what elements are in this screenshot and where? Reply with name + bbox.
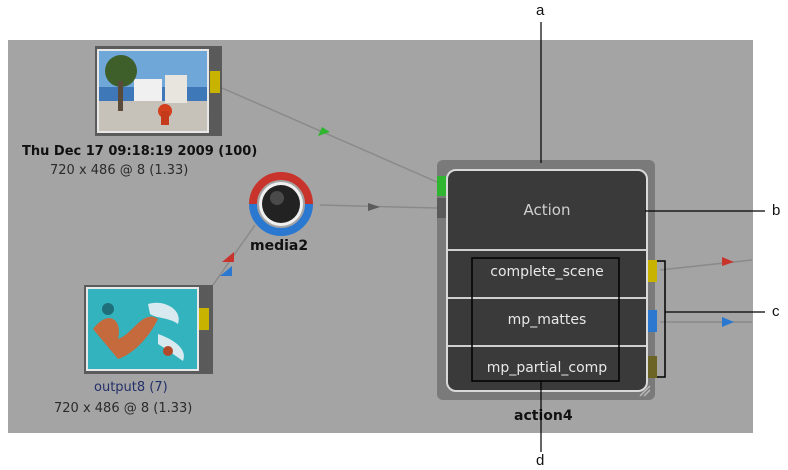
arrow-red-icon	[222, 252, 234, 262]
clip2-port-3[interactable]	[199, 332, 209, 351]
clip1-title: Thu Dec 17 09:18:19 2009 (100)	[22, 144, 258, 159]
action-node-name: action4	[514, 408, 573, 424]
link-clip1-action	[221, 87, 438, 183]
action-output-port-2[interactable]	[648, 310, 657, 332]
clip2-port-2[interactable]	[199, 308, 209, 330]
arrow-red-out-icon	[722, 257, 734, 266]
clip2-resolution: 720 x 486 @ 8 (1.33)	[54, 401, 193, 416]
clip2-port-1[interactable]	[199, 287, 209, 306]
clip2-port-4[interactable]	[199, 353, 209, 372]
clip1-port-2[interactable]	[210, 71, 220, 93]
resize-grip-icon[interactable]	[638, 384, 652, 398]
arrow-blue-out-icon	[722, 317, 734, 327]
output-complete-scene-label: complete_scene	[490, 264, 604, 280]
clip2-thumbnail[interactable]	[86, 287, 199, 371]
clip1-port-4[interactable]	[210, 116, 220, 135]
output-mp-partial-comp[interactable]: mp_partial_comp	[448, 345, 646, 390]
action-output-port-3[interactable]	[648, 356, 657, 378]
clip1-port-1[interactable]	[210, 49, 220, 68]
clip1-resolution: 720 x 486 @ 8 (1.33)	[50, 163, 189, 178]
arrow-gray-icon	[368, 203, 380, 211]
callout-d: d	[536, 452, 545, 469]
action-input-gray[interactable]	[437, 198, 447, 218]
clip1-image	[99, 51, 207, 131]
callout-b: b	[772, 202, 781, 219]
output-mp-mattes-label: mp_mattes	[507, 312, 587, 328]
clip1-thumbnail[interactable]	[97, 49, 209, 133]
action-panel[interactable]: Action complete_scene mp_mattes mp_parti…	[446, 169, 648, 392]
callout-c: c	[772, 303, 780, 320]
clip2-image	[88, 289, 197, 369]
clip1-port-3[interactable]	[210, 95, 220, 114]
output-complete-scene[interactable]: complete_scene	[448, 249, 646, 297]
link-out1	[659, 259, 753, 271]
action-header: Action	[523, 201, 571, 219]
clip2-title: output8 (7)	[94, 380, 168, 395]
action-output-port-1[interactable]	[648, 260, 657, 282]
media-title: media2	[250, 238, 309, 254]
media-node[interactable]	[249, 172, 313, 236]
action-input-green[interactable]	[437, 176, 447, 196]
arrow-blue-icon	[220, 266, 232, 276]
output-mp-partial-comp-label: mp_partial_comp	[486, 360, 608, 376]
arrow-green-icon	[318, 127, 330, 136]
output-mp-mattes[interactable]: mp_mattes	[448, 297, 646, 345]
callout-a: a	[536, 2, 545, 19]
